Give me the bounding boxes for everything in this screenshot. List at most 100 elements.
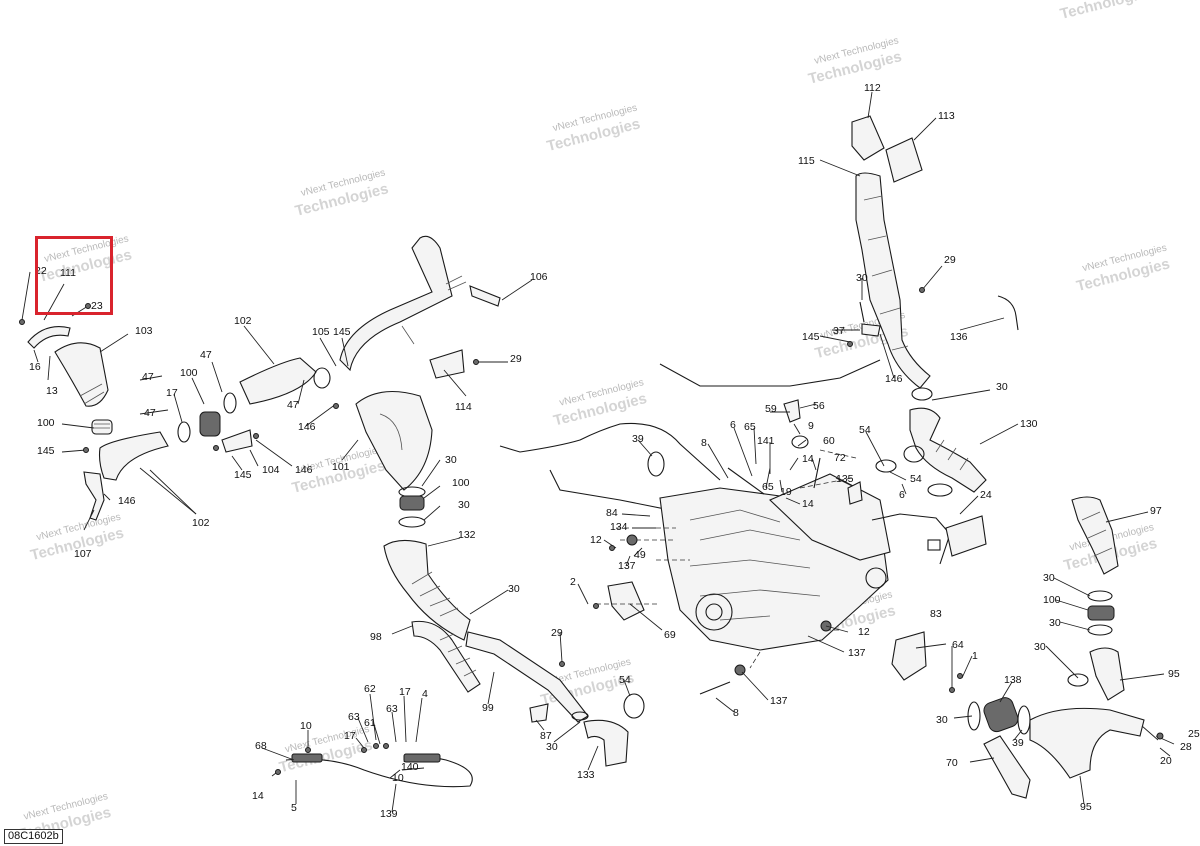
engine-cover	[695, 593, 733, 631]
callout: 14	[802, 453, 814, 465]
callout: 114	[455, 401, 472, 413]
callout: 106	[530, 271, 548, 283]
part-47-clamp	[313, 367, 331, 389]
part-30-clamp	[571, 711, 589, 721]
callout: 97	[1150, 505, 1162, 517]
callout: 103	[135, 325, 153, 337]
part-113-cover	[885, 137, 923, 183]
callout: 22	[35, 265, 47, 277]
callout: 146	[118, 495, 136, 507]
callout: 9	[808, 420, 814, 432]
callout: 24	[980, 489, 992, 501]
callout: 29	[510, 353, 522, 365]
part-30-clamp	[903, 445, 925, 463]
part-107-bracket	[83, 471, 105, 521]
part-100-coupler	[199, 411, 221, 437]
callout: 25	[1188, 728, 1200, 740]
callout: 4	[422, 688, 428, 700]
callout: 63	[348, 711, 360, 723]
callout: 105	[312, 326, 330, 338]
callout: 99	[482, 702, 494, 714]
part-135-bracket	[847, 481, 863, 505]
part-8-bolt	[699, 681, 731, 695]
part-133-elbow	[583, 719, 629, 767]
callout: 17	[344, 730, 356, 742]
callout: 37	[833, 325, 845, 337]
callout: 95	[1080, 801, 1092, 813]
part-30-clamp	[1067, 673, 1089, 687]
callout: 30	[508, 583, 520, 595]
callout: 68	[255, 740, 267, 752]
part-98-hose	[411, 620, 481, 693]
callout: 30	[1034, 641, 1046, 653]
part-106-bracket	[469, 285, 501, 307]
part-137-sensor	[626, 534, 638, 546]
callout: 56	[813, 400, 825, 412]
callout: 146	[885, 373, 903, 385]
callout: 115	[798, 155, 815, 167]
part-72-rod	[813, 457, 821, 489]
leader-lines	[21, 91, 1175, 813]
callout: 30	[856, 272, 868, 284]
callout: 145	[333, 326, 351, 338]
callout: 30	[458, 499, 470, 511]
callout: 13	[46, 385, 58, 397]
callout: 84	[606, 507, 618, 519]
part-102-pipe	[98, 431, 169, 481]
callout: 132	[458, 529, 476, 541]
callout: 112	[864, 82, 881, 94]
part-30-clamp	[398, 516, 426, 528]
callout: 39	[632, 433, 644, 445]
part-hose	[659, 359, 881, 387]
callout: 145	[802, 331, 820, 343]
callout: 49	[634, 549, 646, 561]
part-59-sensor	[783, 399, 801, 423]
part-69-bracket	[607, 581, 645, 621]
part-95-duct	[1089, 647, 1125, 701]
callout: 137	[618, 560, 636, 572]
callout: 102	[234, 315, 252, 327]
callout: 146	[298, 421, 316, 433]
callout: 146	[295, 464, 313, 476]
part-wiring-branch	[549, 469, 671, 511]
callout: 30	[1049, 617, 1061, 629]
part-harness	[871, 513, 951, 565]
part-115-duct	[855, 172, 931, 389]
callout: 139	[380, 808, 398, 820]
callout: 30	[996, 381, 1008, 393]
right-intake-group	[851, 115, 1145, 799]
callout: 54	[910, 473, 922, 485]
part-87-bracket	[529, 703, 549, 723]
callout: 2	[570, 576, 576, 588]
callout: 17	[166, 387, 178, 399]
callout: 145	[37, 445, 55, 457]
left-intake-group	[27, 235, 645, 788]
callout: 137	[770, 695, 788, 707]
part-99-tube	[465, 631, 589, 723]
callout: 8	[733, 707, 739, 719]
callout: 100	[180, 367, 198, 379]
part-37-clip	[861, 323, 881, 337]
part-70-tube	[983, 735, 1031, 799]
callout: 59	[765, 403, 777, 415]
callout: 5	[291, 802, 297, 814]
callout: 111	[60, 267, 76, 279]
part-100-coupler	[1087, 605, 1115, 621]
part-9-oring	[791, 435, 809, 449]
callout: 16	[29, 361, 41, 373]
callout: 47	[200, 349, 212, 361]
callout: 64	[952, 639, 964, 651]
callout: 30	[1043, 572, 1055, 584]
callout: 30	[936, 714, 948, 726]
callout: 14	[802, 498, 814, 510]
callout: 95	[1168, 668, 1180, 680]
callout: 137	[848, 647, 866, 659]
callout: 98	[370, 631, 382, 643]
callout: 107	[74, 548, 92, 560]
callout: 113	[938, 110, 955, 122]
part-30-clamp	[911, 387, 933, 401]
callout: 6	[899, 489, 905, 501]
part-54-ring	[927, 483, 953, 497]
callout: 30	[445, 454, 457, 466]
